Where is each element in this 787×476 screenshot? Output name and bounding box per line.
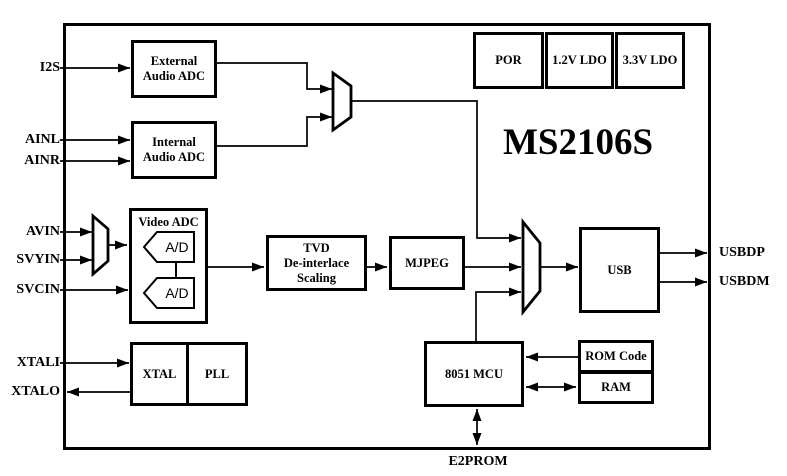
block-rom-code: ROM Code (578, 340, 654, 373)
mcu-label: 8051 MCU (445, 366, 503, 381)
pin-label-ainr: AINR (24, 153, 60, 168)
usb-label: USB (607, 262, 632, 277)
mjpeg-label: MJPEG (405, 255, 449, 270)
block-video-adc: Video ADC (129, 208, 208, 324)
por-label: POR (495, 53, 522, 67)
pin-label-svyin: SVYIN (16, 252, 60, 267)
pin-label-usbdp: USBDP (719, 245, 765, 260)
ldo-3v3-label: 3.3V LDO (622, 53, 678, 67)
pin-label-ainl: AINL (24, 132, 60, 147)
rom-label: ROM Code (585, 349, 647, 363)
video-adc-label: Video ADC (138, 215, 199, 229)
block-pll: PLL (186, 342, 248, 406)
pin-label-avin: AVIN (26, 224, 60, 239)
block-xtal: XTAL (130, 342, 189, 406)
block-ldo-1v2: 1.2V LDO (545, 32, 614, 89)
block-internal-audio-adc: Internal Audio ADC (131, 121, 217, 179)
block-por: POR (473, 32, 544, 89)
internal-audio-adc-line1: Internal (152, 135, 196, 149)
tvd-line2: De-interlace (283, 255, 350, 270)
block-mjpeg: MJPEG (389, 236, 465, 290)
pin-label-xtali: XTALI (16, 355, 60, 370)
pin-label-xtalo: XTALO (11, 384, 60, 399)
ldo-1v2-label: 1.2V LDO (552, 53, 607, 67)
block-usb: USB (579, 227, 660, 313)
tvd-line3: Scaling (297, 270, 336, 285)
pin-label-usbdm: USBDM (719, 274, 770, 289)
block-ram: RAM (578, 371, 654, 404)
block-external-audio-adc: External Audio ADC (131, 40, 217, 98)
ram-label: RAM (601, 380, 631, 394)
external-audio-adc-line2: Audio ADC (142, 69, 206, 83)
pin-label-svcin: SVCIN (16, 282, 60, 297)
pin-label-i2s: I2S (39, 60, 60, 75)
external-audio-adc-line1: External (150, 54, 198, 68)
block-ldo-3v3: 3.3V LDO (615, 32, 685, 89)
xtal-label: XTAL (142, 366, 177, 381)
tvd-line1: TVD (303, 240, 330, 255)
chip-title: MS2106S (502, 122, 654, 163)
pll-label: PLL (204, 366, 230, 381)
block-tvd: TVD De-interlace Scaling (266, 235, 367, 291)
label-e2prom: E2PROM (448, 454, 508, 469)
internal-audio-adc-line2: Audio ADC (142, 150, 206, 164)
block-8051-mcu: 8051 MCU (424, 341, 524, 407)
